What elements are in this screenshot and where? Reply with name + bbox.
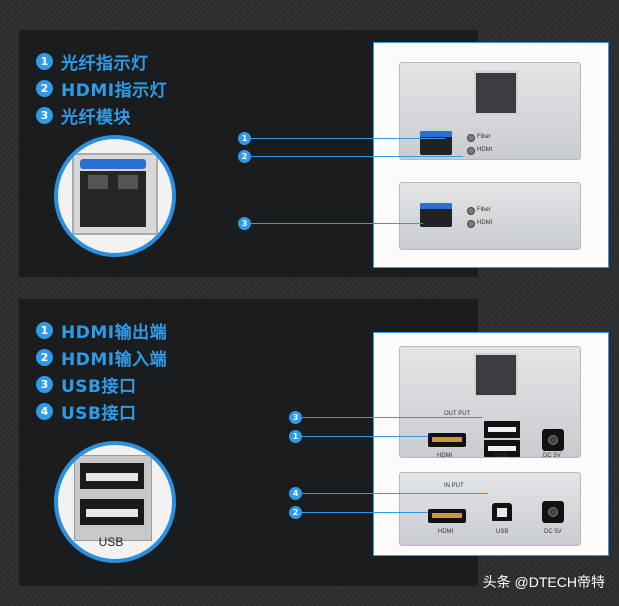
- input-section-label: IN PUT: [444, 483, 464, 489]
- usb-product-photo: OUT PUT HDMI USB DC 5V IN PUT HDMI USB D…: [374, 333, 608, 555]
- fiber-module-zoom: [54, 135, 176, 257]
- dc-power-port: [542, 501, 564, 523]
- usb-port-label: USB: [495, 453, 508, 459]
- legend-item: 2 HDMI指示灯: [36, 75, 167, 102]
- unit-label-card: [474, 71, 518, 115]
- hdmi-input-port: [428, 509, 466, 523]
- usb-zoom-label: USB: [98, 535, 124, 549]
- legend-label: HDMI指示灯: [61, 81, 168, 101]
- hdmi-led-label: HDMI: [477, 220, 493, 226]
- usb-a-port-top: [484, 421, 520, 438]
- legend-item: 1 光纤指示灯: [36, 48, 167, 75]
- receiver-unit: IN PUT HDMI USB DC 5V: [399, 472, 581, 546]
- legend-label: HDMI输入端: [61, 350, 168, 370]
- legend-item: 2 HDMI输入端: [36, 344, 167, 371]
- legend-number: 1: [36, 322, 53, 339]
- legend-number: 3: [36, 107, 53, 124]
- usb-port-zoom: USB: [54, 441, 176, 563]
- fiber-unit-2: Fiber HDMI: [399, 182, 581, 250]
- usb-port-upper: [80, 463, 144, 489]
- fiber-unit-1: Fiber HDMI: [399, 62, 581, 160]
- legend-label: USB接口: [61, 377, 137, 397]
- callout-line: [251, 156, 463, 157]
- callout-marker: 2: [289, 506, 302, 519]
- legend-number: 3: [36, 376, 53, 393]
- callout-marker: 4: [289, 487, 302, 500]
- hdmi-port-label: HDMI: [437, 453, 453, 459]
- hdmi-led-label: HDMI: [477, 147, 493, 153]
- hdmi-led: [467, 220, 475, 228]
- dc-power-port: [542, 429, 564, 451]
- legend-label: 光纤模块: [61, 108, 131, 128]
- sfp-port-left: [88, 175, 108, 189]
- legend-number: 4: [36, 403, 53, 420]
- usb-b-port: [492, 503, 512, 521]
- transmitter-unit: OUT PUT: [399, 346, 581, 458]
- callout-marker: 2: [238, 150, 251, 163]
- legend-item: 4 USB接口: [36, 398, 167, 425]
- fiber-led: [467, 134, 475, 142]
- sfp-port-right: [118, 175, 138, 189]
- legend-number: 2: [36, 349, 53, 366]
- legend-label: HDMI输出端: [61, 323, 168, 343]
- callout-line: [251, 223, 423, 224]
- hdmi-output-port: [428, 433, 466, 447]
- fiber-led-label: Fiber: [477, 207, 491, 213]
- legend-item: 3 USB接口: [36, 371, 167, 398]
- dc-port-label: DC 5V: [543, 453, 561, 459]
- hdmi-led: [467, 147, 475, 155]
- callout-line: [302, 493, 488, 494]
- callout-marker: 1: [238, 132, 251, 145]
- callout-marker: 1: [289, 430, 302, 443]
- legend-label: 光纤指示灯: [61, 54, 149, 74]
- source-watermark: 头条 @DTECH帝特: [482, 574, 605, 590]
- output-section-label: OUT PUT: [444, 411, 471, 417]
- usb-port-lower: [80, 499, 144, 525]
- sfp-module: [420, 203, 452, 227]
- sfp-module: [420, 131, 452, 155]
- fiber-product-photo: Fiber HDMI Fiber HDMI: [374, 43, 608, 267]
- legend-item: 3 光纤模块: [36, 102, 167, 129]
- unit-label-card: [474, 353, 518, 397]
- callout-marker: 3: [238, 217, 251, 230]
- fiber-led-label: Fiber: [477, 134, 491, 140]
- callout-line: [302, 417, 482, 418]
- legend-label: USB接口: [61, 404, 137, 424]
- fiber-legend: 1 光纤指示灯 2 HDMI指示灯 3 光纤模块: [36, 48, 167, 129]
- legend-number: 2: [36, 80, 53, 97]
- sfp-latch: [80, 159, 146, 169]
- legend-number: 1: [36, 53, 53, 70]
- hdmi-port-label: HDMI: [438, 529, 454, 535]
- usb-legend: 1 HDMI输出端 2 HDMI输入端 3 USB接口 4 USB接口: [36, 317, 167, 425]
- callout-line: [302, 512, 428, 513]
- usb-port-label: USB: [496, 529, 509, 535]
- usb-a-port-bottom: [484, 440, 520, 457]
- callout-line: [302, 436, 428, 437]
- callout-marker: 3: [289, 411, 302, 424]
- callout-line: [251, 138, 445, 139]
- legend-item: 1 HDMI输出端: [36, 317, 167, 344]
- fiber-led: [467, 207, 475, 215]
- dc-port-label: DC 5V: [544, 529, 562, 535]
